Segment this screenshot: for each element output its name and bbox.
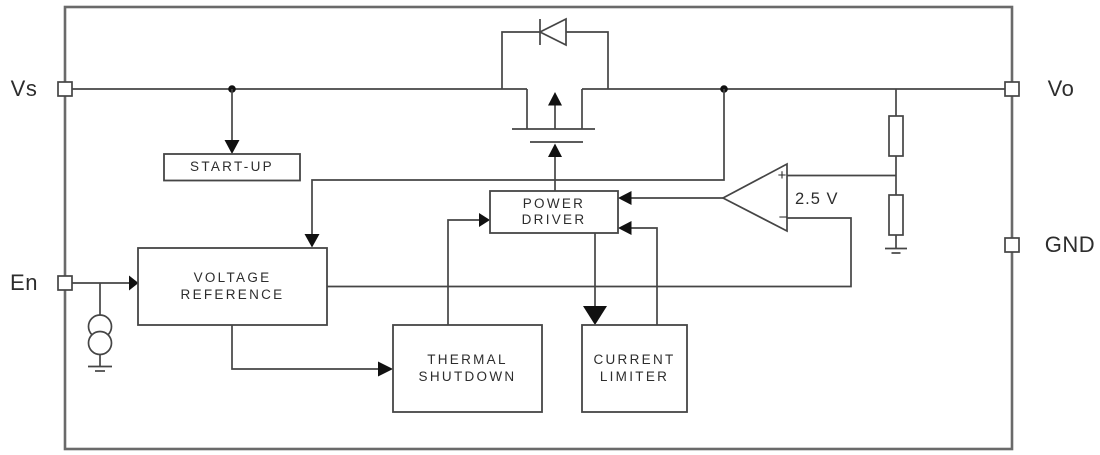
- enable-current-source: [87, 283, 113, 372]
- startup-block-label: START-UP: [164, 154, 300, 181]
- amplifier-minus-sign: −: [778, 209, 788, 226]
- reference-voltage-label: 2.5 V: [795, 190, 839, 208]
- current-limiter-block-label: CURRENT LIMITER: [582, 325, 687, 412]
- thermal-shutdown-block-label: THERMAL SHUTDOWN: [393, 325, 542, 412]
- gate-drive-wire: [548, 143, 562, 191]
- thermal-to-driver-wire: [447, 213, 490, 325]
- gnd-pin-label: GND: [1044, 232, 1096, 257]
- startup-block-box: [163, 153, 301, 182]
- power-driver-block-label: POWER DRIVER: [490, 191, 618, 233]
- current-source-circle-bottom: [87, 330, 113, 356]
- thermal-shutdown-line1: THERMAL: [427, 352, 508, 367]
- voltage-reference-block-box: [137, 247, 328, 326]
- power-driver-block-box: [489, 190, 619, 234]
- diode-triangle: [538, 17, 567, 47]
- vo-pin-label: Vo: [1047, 76, 1075, 101]
- amplifier-plus-sign: +: [777, 167, 787, 184]
- voltage-reference-line2: REFERENCE: [180, 286, 285, 302]
- limiter-to-driver-wire: [618, 221, 658, 325]
- gnd-pin-square: [1004, 237, 1020, 253]
- vo-feedback-wire: [304, 89, 725, 248]
- current-limiter-line2: LIMITER: [599, 368, 670, 384]
- voltage-reference-line1: VOLTAGE: [193, 270, 272, 285]
- feedback-divider: [885, 89, 907, 254]
- resistor-top: [888, 115, 904, 157]
- current-limiter-block-box: [581, 324, 688, 413]
- thermal-shutdown-line2: SHUTDOWN: [418, 368, 517, 384]
- current-limiter-line1: CURRENT: [593, 352, 676, 367]
- reference-to-thermal-wire: [231, 325, 393, 377]
- error-amplifier-triangle: [721, 162, 788, 233]
- power-driver-line1: POWER: [522, 195, 586, 211]
- power-driver-line2: DRIVER: [521, 212, 587, 227]
- startup-branch-wire: [224, 89, 240, 154]
- vs-pin-label: Vs: [10, 76, 38, 101]
- driver-to-limiter-wire: [583, 233, 607, 325]
- amplifier-minus-input-wire: [327, 217, 852, 288]
- ic-boundary-box: [63, 5, 1014, 451]
- vs-pin-square: [57, 81, 73, 97]
- thermal-shutdown-block-box: [392, 324, 543, 413]
- startup-block-text: START-UP: [190, 159, 274, 175]
- body-diode: [501, 17, 609, 89]
- voltage-reference-block-label: VOLTAGE REFERENCE: [138, 248, 327, 325]
- en-pin-label: En: [10, 270, 38, 295]
- resistor-bottom: [888, 194, 904, 236]
- amplifier-output-wire: [618, 191, 723, 205]
- enable-input-wire: [72, 275, 139, 291]
- pass-transistor-mosfet: [512, 89, 595, 143]
- vo-pin-square: [1004, 81, 1020, 97]
- en-pin-square: [57, 275, 73, 291]
- mosfet-body-arrow: [548, 92, 562, 106]
